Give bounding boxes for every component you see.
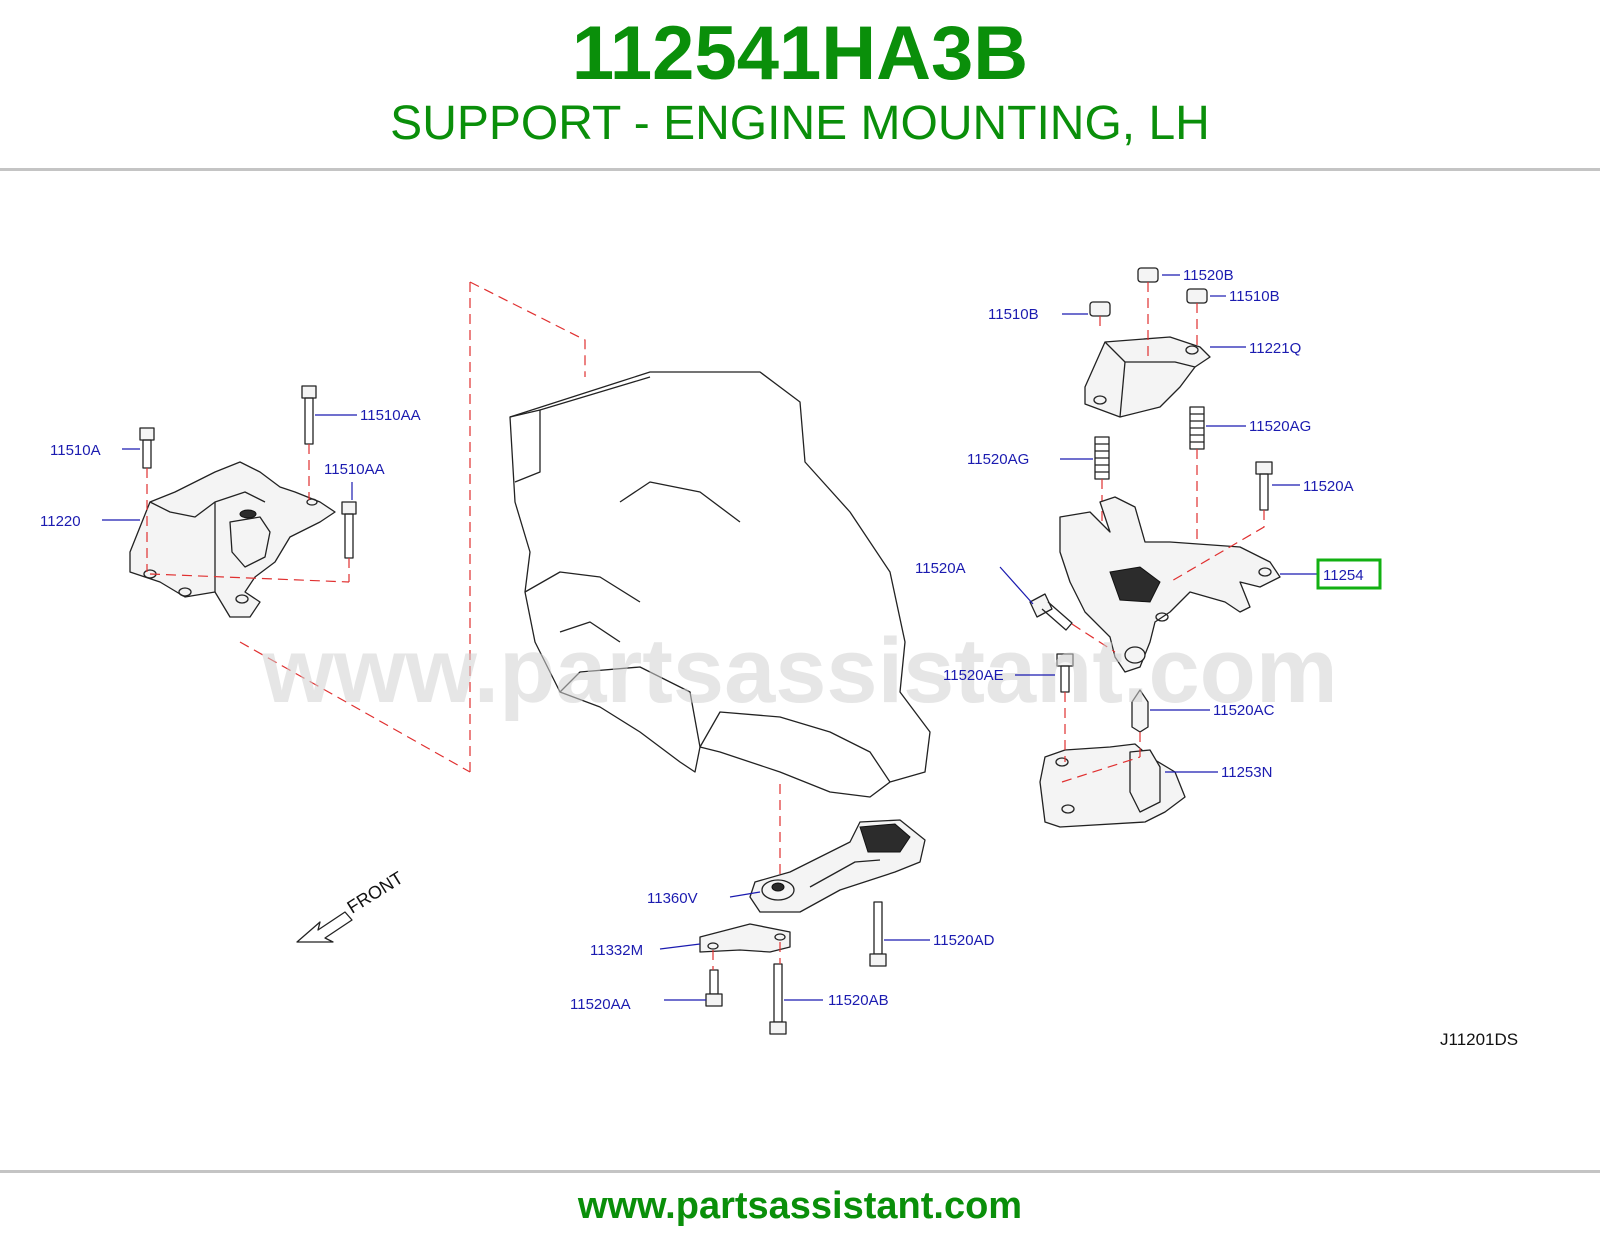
callout-11332M[interactable]: 11332M xyxy=(590,942,643,959)
diagram-code: J11201DS xyxy=(1440,1030,1518,1049)
callout-11510B-left[interactable]: 11510B xyxy=(988,306,1039,323)
stud-11520AG-left-drawing xyxy=(1094,436,1110,480)
mount-11220-drawing xyxy=(129,461,336,618)
callout-11520A-right[interactable]: 11520A xyxy=(1303,478,1354,495)
bracket-11332M-drawing xyxy=(699,923,791,953)
callout-11520B[interactable]: 11520B xyxy=(1183,267,1234,284)
diagram-canvas: FRONT www.partsassistant.com 11520B 1151… xyxy=(40,267,1518,1049)
callout-11520AC[interactable]: 11520AC xyxy=(1213,702,1275,719)
front-direction-arrow: FRONT xyxy=(296,868,407,943)
bolt-11520A-left-drawing xyxy=(1029,593,1073,631)
callout-11520AB[interactable]: 11520AB xyxy=(828,992,889,1009)
callout-11221Q[interactable]: 11221Q xyxy=(1249,340,1301,357)
nut-11520B-drawing xyxy=(1137,267,1159,283)
front-label: FRONT xyxy=(344,868,407,918)
callout-11253N[interactable]: 11253N xyxy=(1221,764,1272,781)
callout-11360V[interactable]: 11360V xyxy=(647,890,698,907)
torque-rod-11360V-drawing xyxy=(749,819,926,913)
page-header: 112541HA3B SUPPORT - ENGINE MOUNTING, LH xyxy=(0,0,1600,168)
callout-11220[interactable]: 11220 xyxy=(40,513,81,530)
bolt-11510AA-lower-drawing xyxy=(341,501,357,559)
callout-11510AA-upper[interactable]: 11510AA xyxy=(360,407,421,424)
bolt-11520A-right-drawing xyxy=(1255,461,1273,511)
highlight-box-11254 xyxy=(1316,558,1382,590)
nut-11510B-right-drawing xyxy=(1186,288,1208,304)
bolt-11520AB-drawing xyxy=(769,963,787,1035)
bolt-11510AA-upper-drawing xyxy=(301,385,317,445)
bracket-11254-drawing xyxy=(1059,496,1281,673)
engine-block-drawing xyxy=(509,371,931,798)
bolt-11520AA-lower-drawing xyxy=(705,969,723,1007)
header-divider xyxy=(0,168,1600,171)
footer-url[interactable]: www.partsassistant.com xyxy=(577,1185,1023,1227)
bolt-11510A-drawing xyxy=(139,427,155,469)
callout-11520AA[interactable]: 11520AA xyxy=(570,996,631,1013)
stud-11520AG-right-drawing xyxy=(1189,406,1205,450)
footer-divider xyxy=(0,1170,1600,1173)
callout-11520AD[interactable]: 11520AD xyxy=(933,932,995,949)
callout-11520AG-right[interactable]: 11520AG xyxy=(1249,418,1311,435)
mount-11253N-drawing xyxy=(1039,743,1186,828)
part-description: SUPPORT - ENGINE MOUNTING, LH xyxy=(390,97,1210,150)
callout-11510B-right[interactable]: 11510B xyxy=(1229,288,1280,305)
nut-11510B-left-drawing xyxy=(1089,301,1111,317)
callout-11520AG-left[interactable]: 11520AG xyxy=(967,451,1029,468)
part-number-title: 112541HA3B xyxy=(571,11,1029,96)
callout-11510AA-lower[interactable]: 11510AA xyxy=(324,461,385,478)
bolt-11520AE-drawing xyxy=(1056,653,1074,693)
bolt-11520AD-drawing xyxy=(869,901,887,967)
parts-diagram: FRONT www.partsassistant.com 11520B 1151… xyxy=(0,172,1600,1167)
callout-11520AE[interactable]: 11520AE xyxy=(943,667,1004,684)
watermark-text: www.partsassistant.com xyxy=(261,620,1337,722)
callout-11254-highlighted[interactable]: 11254 xyxy=(1323,567,1364,584)
callout-11510A[interactable]: 11510A xyxy=(50,442,101,459)
callout-11520A-left[interactable]: 11520A xyxy=(915,560,966,577)
